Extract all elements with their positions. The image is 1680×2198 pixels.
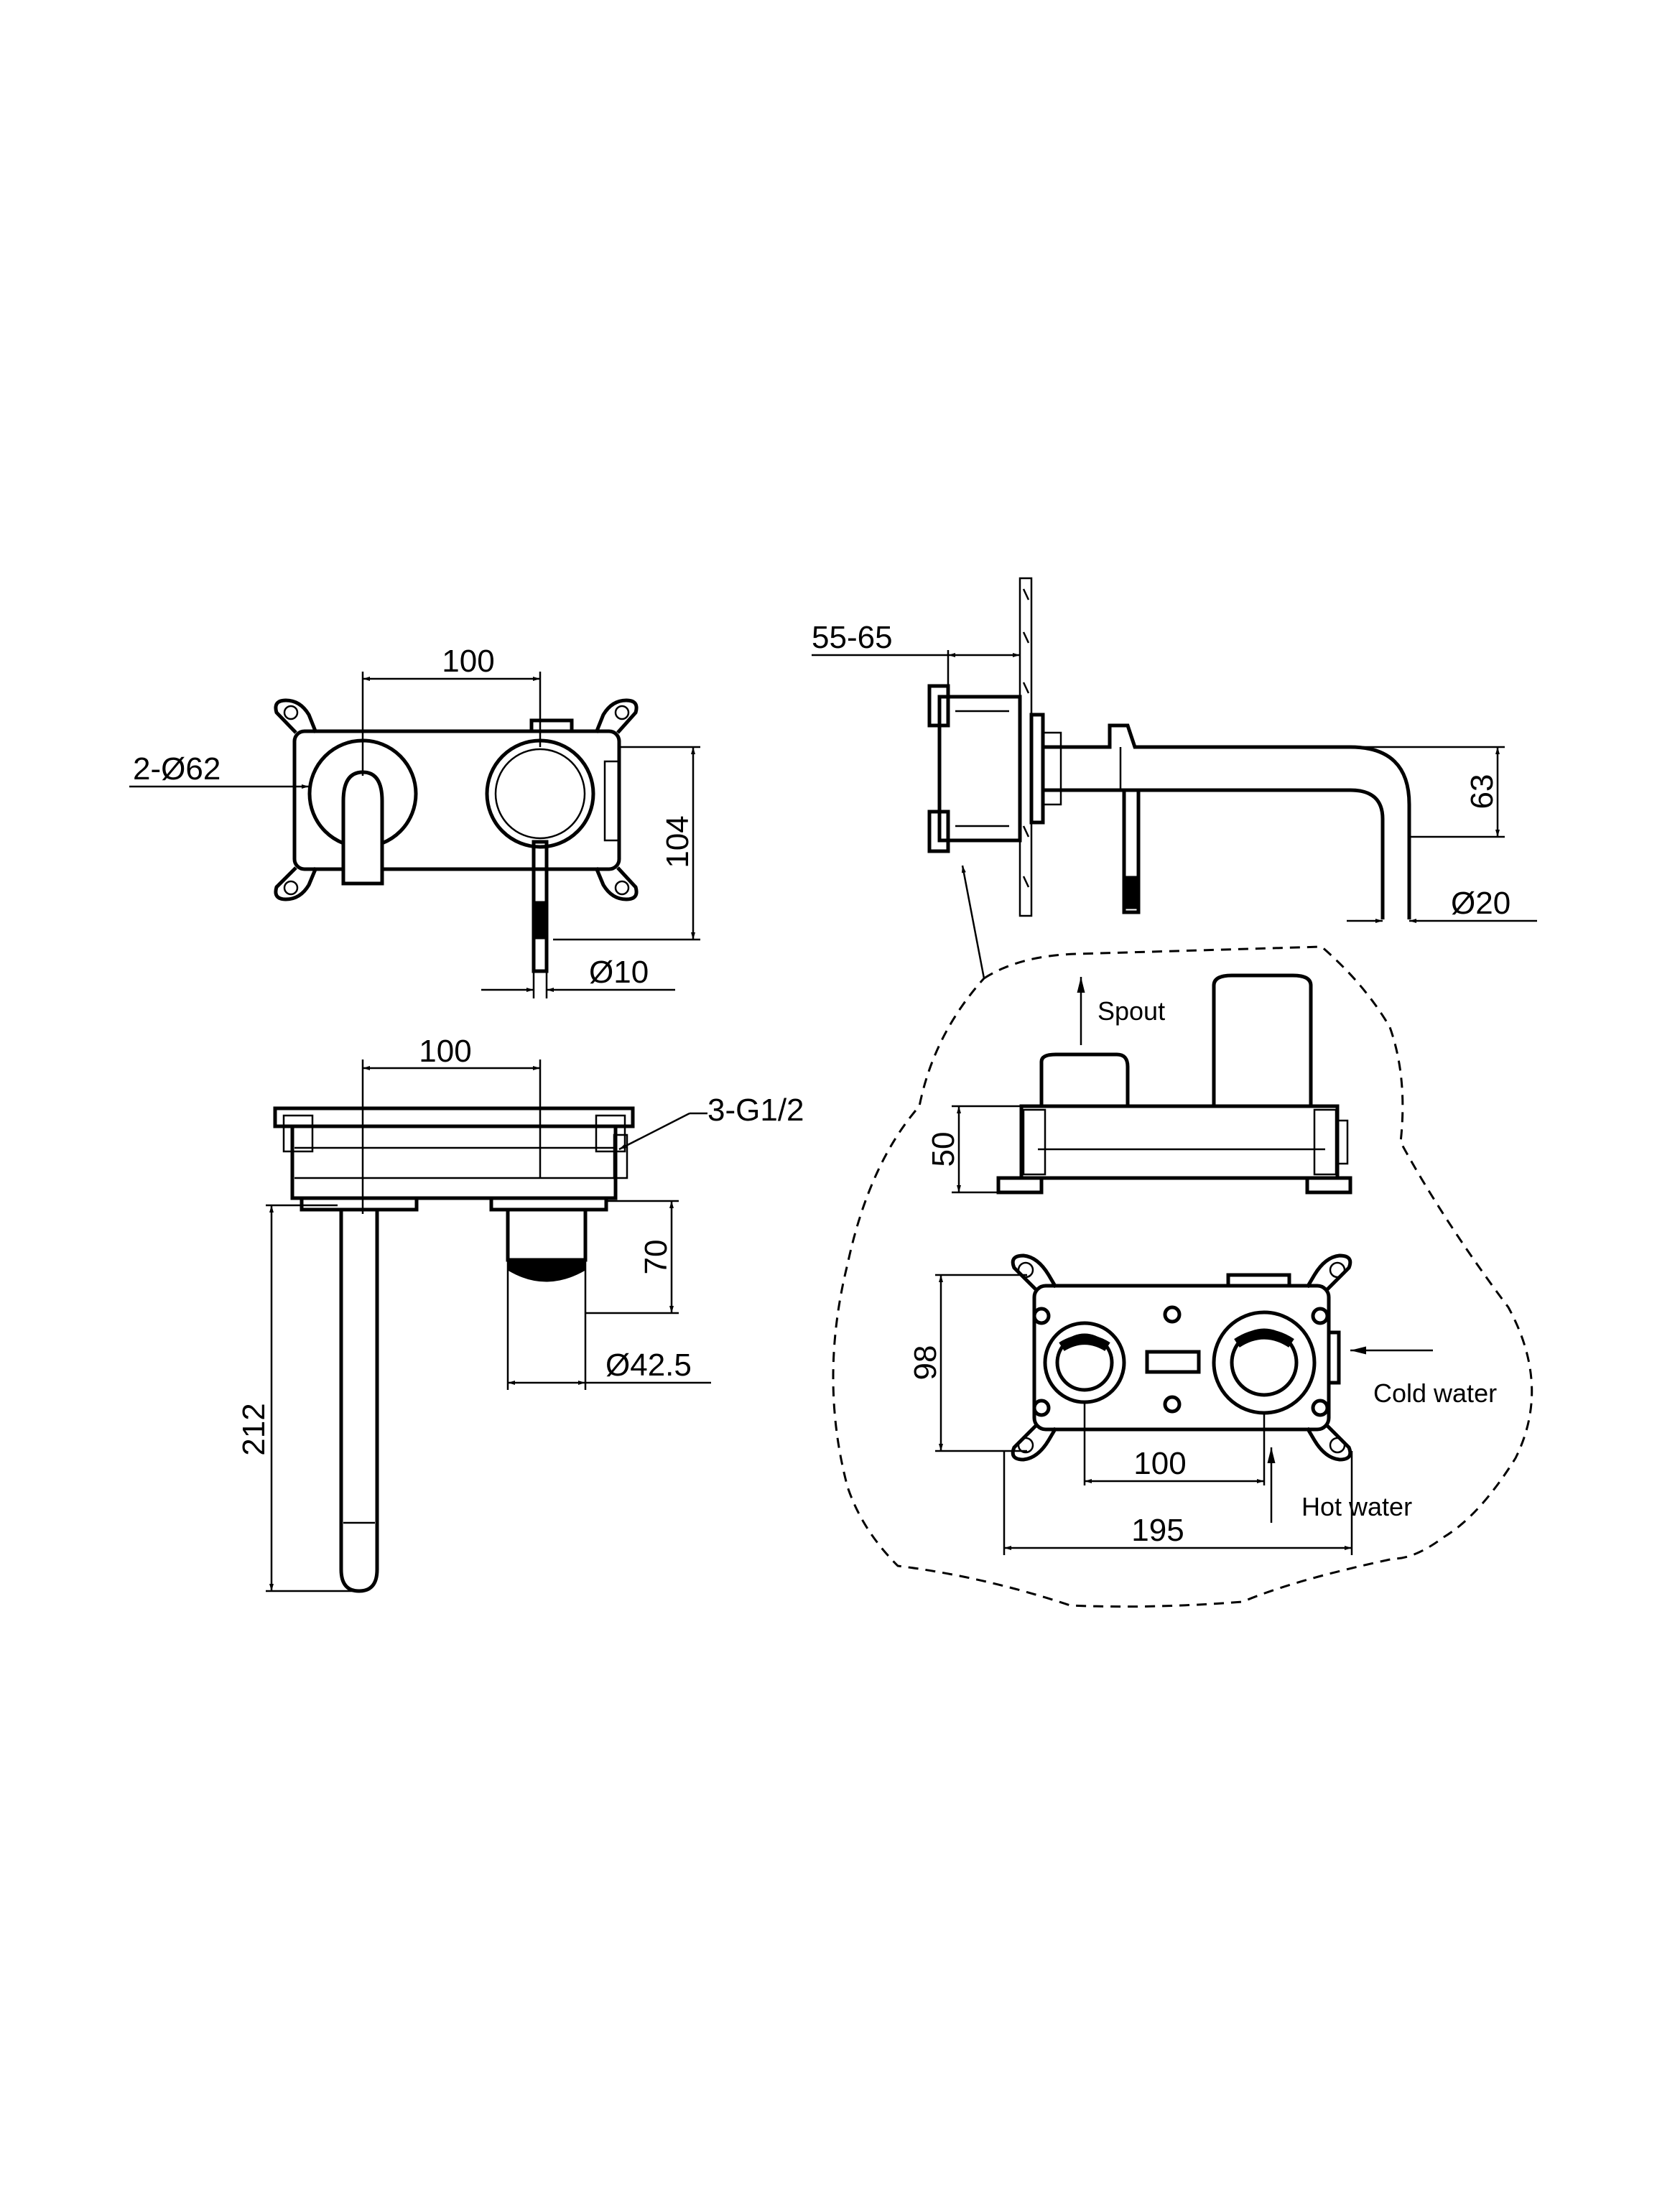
box-mounting-lugs — [1011, 1253, 1352, 1462]
right-escutcheon — [485, 738, 595, 849]
side-handle — [1122, 788, 1141, 914]
inlet-thread-dim: 3-G1/2 — [707, 1093, 804, 1128]
top-spout — [339, 1210, 379, 1593]
spout-diameter-dim: Ø42.5 — [605, 1348, 692, 1383]
spout-length-dim: 212 — [236, 1403, 272, 1455]
side-body — [937, 695, 1022, 843]
inner-spacing-dim: 100 — [1133, 1446, 1186, 1481]
right-valve — [1212, 1310, 1317, 1415]
spout-label: Spout — [1097, 996, 1165, 1026]
detail-cloud-outline — [832, 945, 1533, 1608]
top-body — [290, 1124, 618, 1200]
screw-icon — [1163, 1395, 1182, 1414]
spout-flange — [300, 1196, 419, 1212]
front-mounting-lugs — [274, 698, 639, 901]
top-handle-body — [506, 1207, 588, 1262]
screw-icon — [1163, 1305, 1182, 1324]
front-handle-grip — [533, 901, 547, 940]
box-front: Cold water Hot water 98 100 195 — [908, 1253, 1497, 1555]
top-spacing-dim: 100 — [419, 1034, 471, 1069]
top-view: 100 3-G1/2 70 Ø42.5 212 — [236, 1034, 804, 1593]
spout-height-dim: 63 — [1465, 774, 1500, 810]
side-view: 55-65 63 Ø20 — [812, 577, 1537, 979]
box-spout-port — [1039, 1052, 1130, 1106]
side-spout-bottom — [1043, 788, 1385, 919]
screw-icon — [1032, 1399, 1051, 1417]
box-body — [1019, 1104, 1340, 1180]
top-cover — [273, 1106, 635, 1128]
side-spout-top — [1043, 723, 1411, 919]
spout-tip-diameter-dim: Ø20 — [1451, 886, 1510, 921]
box-handle-port — [1212, 973, 1313, 1106]
screw-icon — [1311, 1399, 1329, 1417]
handle-diameter-dim: Ø10 — [589, 955, 649, 990]
front-view: 100 2-Ø62 104 Ø10 — [129, 644, 700, 998]
front-side-rim — [603, 760, 621, 842]
box-width-dim: 195 — [1131, 1513, 1184, 1548]
box-height-dim: 98 — [908, 1345, 943, 1381]
front-spout — [341, 770, 384, 886]
front-height-dim: 104 — [660, 815, 695, 868]
top-handle-cap — [507, 1260, 586, 1282]
hot-water-label: Hot water — [1301, 1492, 1412, 1521]
front-spacing-dim: 100 — [442, 644, 494, 679]
cold-water-label: Cold water — [1373, 1378, 1497, 1408]
cover-diameter-dim: 2-Ø62 — [133, 751, 221, 787]
center-slot — [1145, 1350, 1201, 1374]
screw-icon — [1032, 1307, 1051, 1325]
body-height-dim: 50 — [926, 1132, 961, 1167]
top-depth-dim: 70 — [639, 1240, 674, 1275]
screw-icon — [1311, 1307, 1329, 1325]
box-elevation: Spout 50 — [926, 973, 1352, 1195]
wall-depth-dim: 55-65 — [812, 620, 893, 655]
